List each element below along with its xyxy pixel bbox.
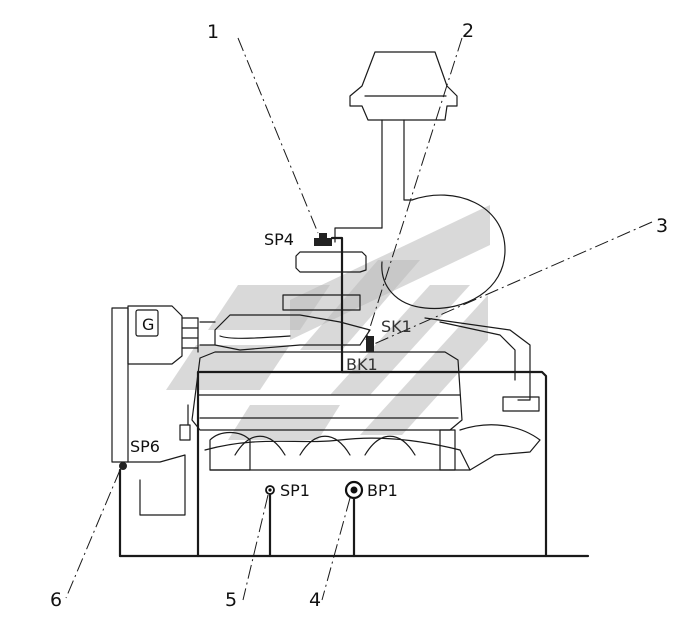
callout-1: 1 (207, 21, 219, 43)
label-sp1: SP1 (280, 481, 310, 500)
wiring-harness (118, 370, 590, 558)
callout-6: 6 (50, 589, 62, 611)
callout-5: 5 (225, 589, 237, 611)
engine-upper-block (214, 251, 531, 401)
air-filter (349, 51, 458, 229)
label-bk1: BK1 (346, 355, 378, 374)
engine-block (179, 351, 541, 471)
callout-3: 3 (656, 215, 668, 237)
bp1-sensor (344, 480, 364, 500)
sk1-bk1-sensor (359, 336, 374, 353)
callout-4: 4 (309, 589, 321, 611)
label-sk1: SK1 (381, 317, 412, 336)
sp6-sensor (119, 462, 127, 470)
label-sp6: SP6 (130, 437, 160, 456)
label-bp1: BP1 (367, 481, 398, 500)
sp1-sensor (265, 485, 275, 495)
watermark-logo (166, 205, 490, 440)
callout-2: 2 (462, 20, 474, 42)
label-sp4: SP4 (264, 230, 294, 249)
label-g: G (142, 315, 154, 334)
leader-lines (65, 37, 653, 601)
generator (111, 305, 216, 516)
